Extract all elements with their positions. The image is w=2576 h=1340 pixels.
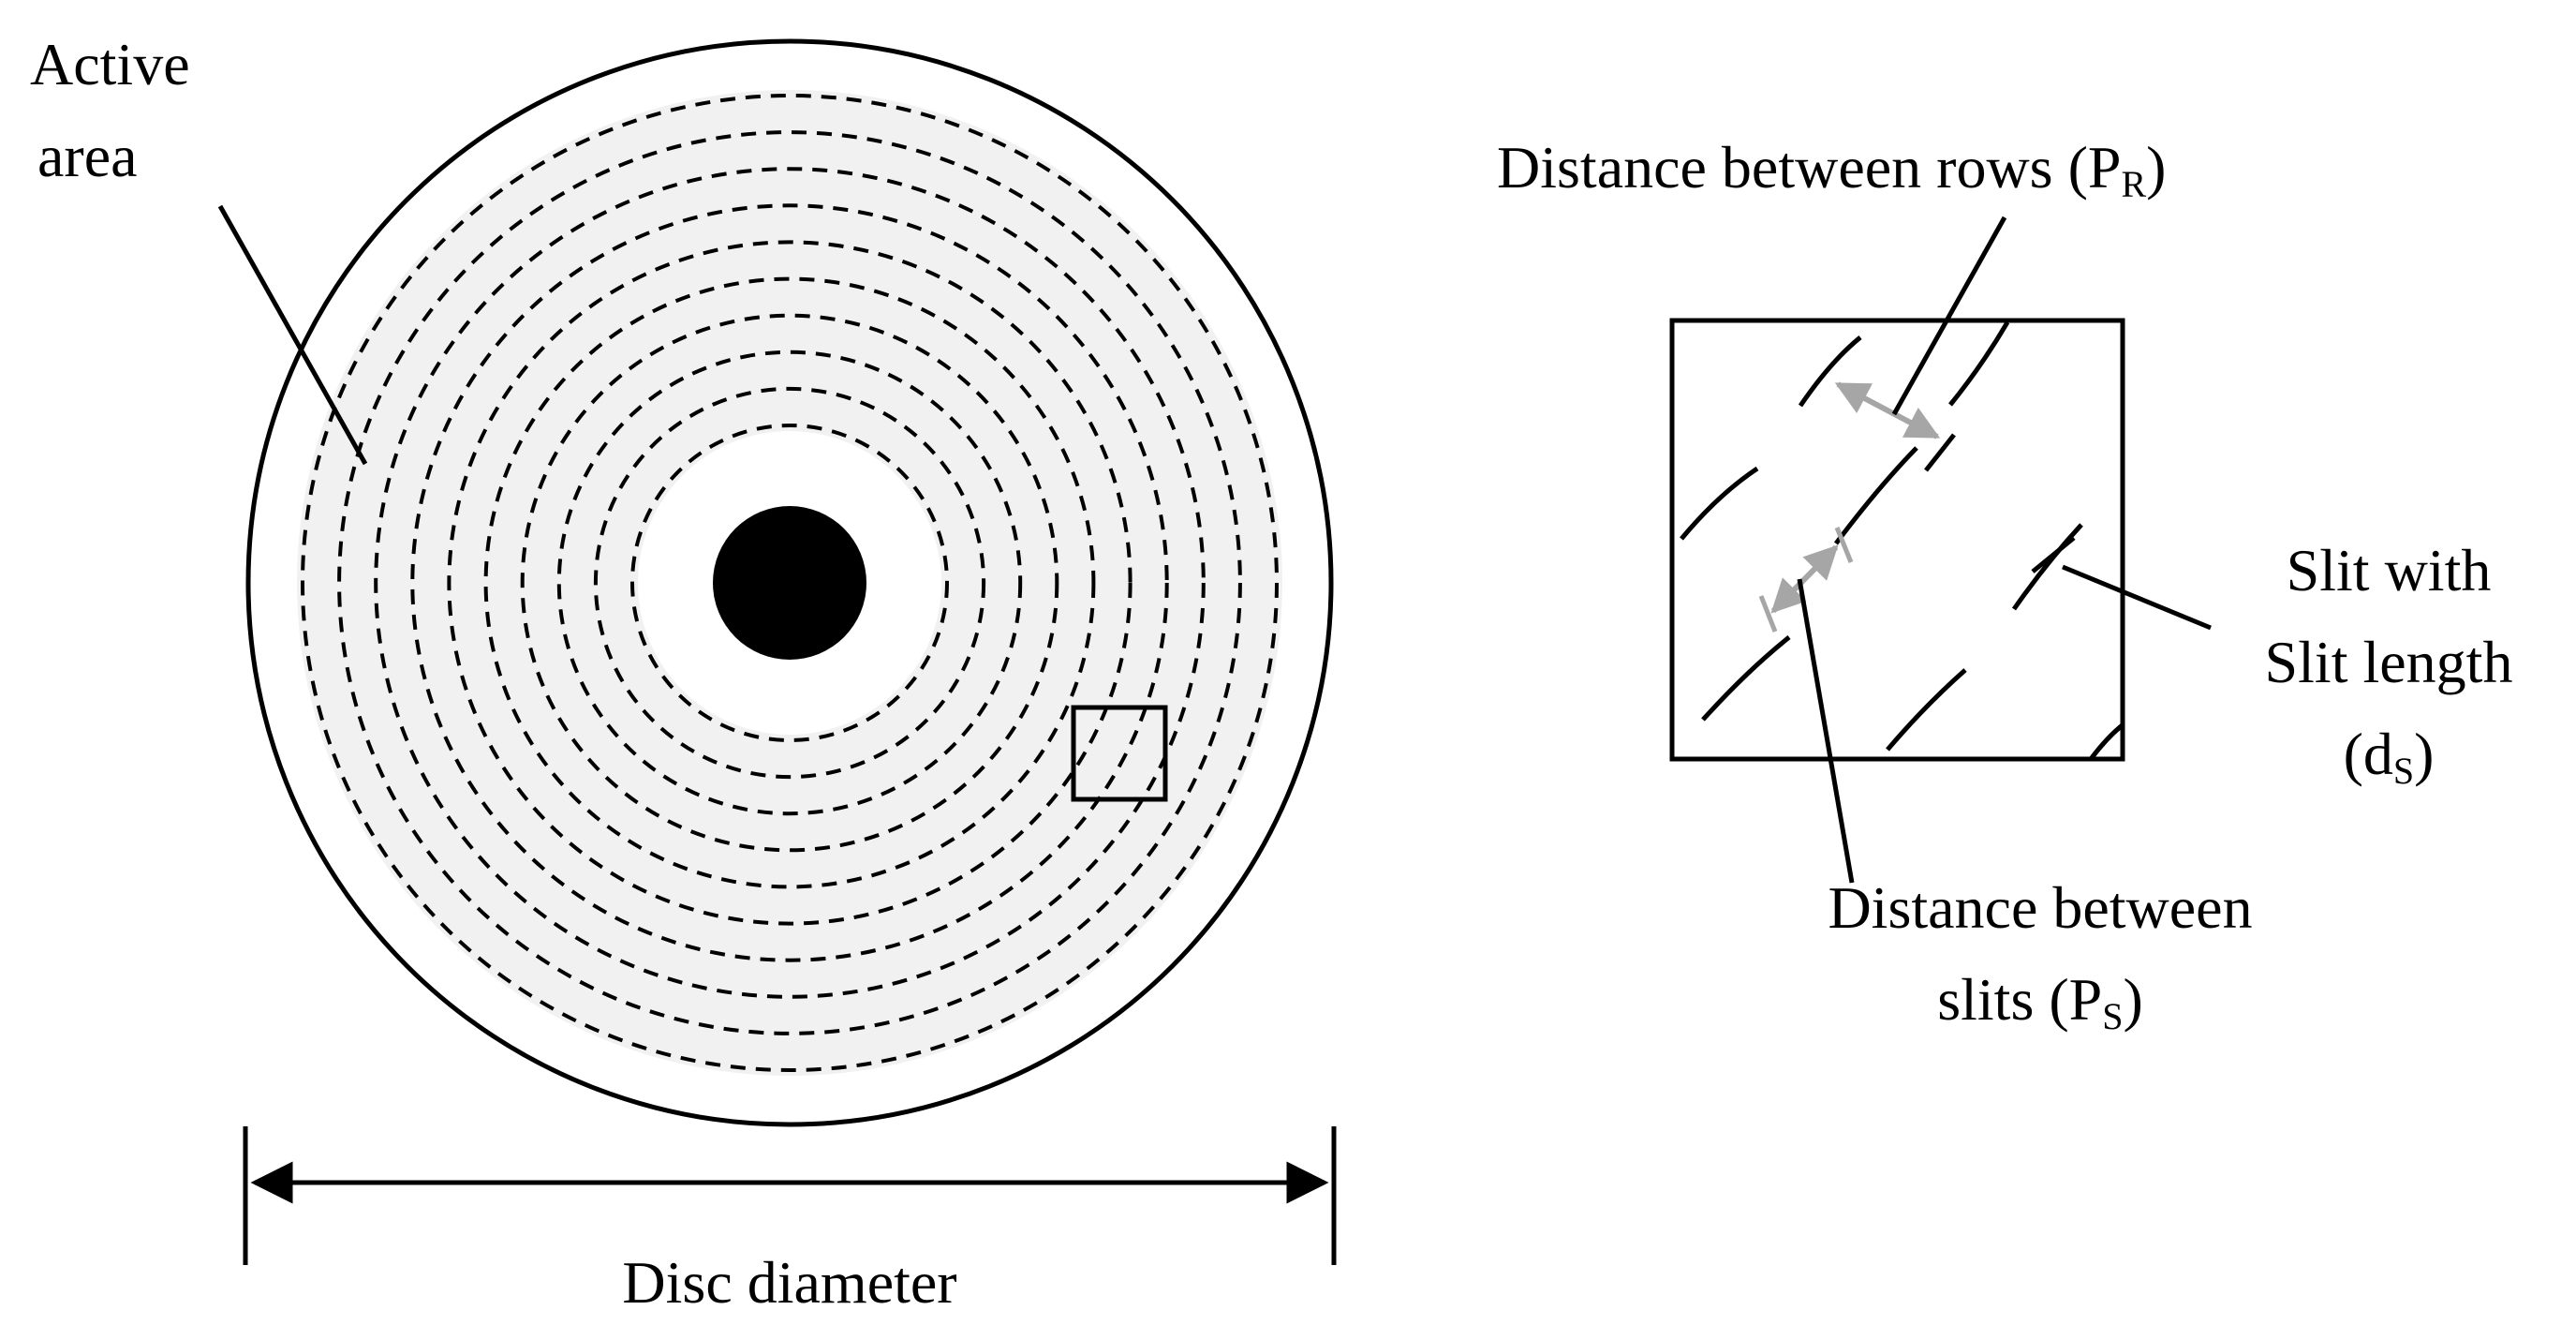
slit xyxy=(1680,466,1759,541)
rows-distance-close: ) xyxy=(2146,134,2167,201)
slit xyxy=(2089,722,2123,759)
slit xyxy=(1701,635,1791,722)
slits-distance-subscript: S xyxy=(2102,995,2124,1037)
dashed-track xyxy=(483,276,1096,889)
disc-diameter-text: Disc diameter xyxy=(622,1249,957,1316)
slits-distance-line1: Distance between xyxy=(1828,874,2253,941)
slit-length-close: ) xyxy=(2414,721,2435,787)
slits-distance-arrow xyxy=(1770,544,1839,614)
dashed-tracks xyxy=(301,94,1279,1072)
slit-length-line2: Slit length xyxy=(2264,629,2513,695)
disc-outer-edge xyxy=(245,38,1334,1127)
slits-distance-label: Distance between slits (PS) xyxy=(1740,862,2340,1046)
slit-length-tick xyxy=(2031,536,2076,573)
slits-distance-text: slits (P xyxy=(1937,966,2103,1033)
zoom-window xyxy=(1071,705,1168,802)
slit xyxy=(1834,446,1918,545)
disc-hub xyxy=(713,506,866,660)
rows-distance-arrow xyxy=(1834,381,1941,439)
slit-label-leader xyxy=(2062,564,2212,631)
rows-distance-subscript: R xyxy=(2121,163,2147,205)
slit xyxy=(2011,523,2083,611)
dashed-track xyxy=(374,167,1206,999)
slit-length-subscript: S xyxy=(2392,750,2415,792)
slit-tick-upper xyxy=(1834,527,1854,563)
slits-label-leader xyxy=(1797,578,1855,884)
diameter-dimension xyxy=(243,1126,1337,1265)
slit-end-tick xyxy=(1924,433,1956,472)
dashed-track xyxy=(301,94,1279,1072)
slit xyxy=(1948,320,2010,407)
slit-tick-lower xyxy=(1758,595,1778,633)
active-area-label: Active area xyxy=(30,19,190,202)
rows-label-leader xyxy=(1891,216,2007,416)
dashed-track xyxy=(630,424,949,742)
slit-length-text: (d xyxy=(2343,721,2393,787)
rows-distance-text: Distance between rows (P xyxy=(1497,134,2122,201)
dashed-track xyxy=(556,350,1023,816)
slit-pattern xyxy=(1680,320,2123,759)
dashed-track xyxy=(410,203,1169,962)
active-area-leader xyxy=(217,204,368,466)
slit xyxy=(1886,668,1967,752)
rows-distance-label: Distance between rows (PR) xyxy=(1497,122,2166,214)
disc xyxy=(245,38,1334,1127)
slits-distance-close: ) xyxy=(2123,966,2143,1033)
slit-length-label: Slit with Slit length (dS) xyxy=(2220,525,2557,800)
slit xyxy=(1798,335,1862,408)
detail-box xyxy=(1669,318,2125,762)
dashed-track xyxy=(593,386,986,780)
dashed-track xyxy=(520,313,1059,853)
slit-length-line1: Slit with xyxy=(2286,537,2492,603)
slit-length-line3: (dS) xyxy=(2220,708,2557,800)
detail-view xyxy=(1669,318,2125,762)
disc-diameter-label: Disc diameter xyxy=(509,1237,1071,1329)
active-area-label-line2: area xyxy=(37,123,138,189)
dashed-track xyxy=(337,130,1242,1035)
slits-distance-line2: slits (PS) xyxy=(1740,954,2340,1046)
active-area-label-line1: Active xyxy=(30,31,190,97)
dashed-track xyxy=(447,240,1133,926)
